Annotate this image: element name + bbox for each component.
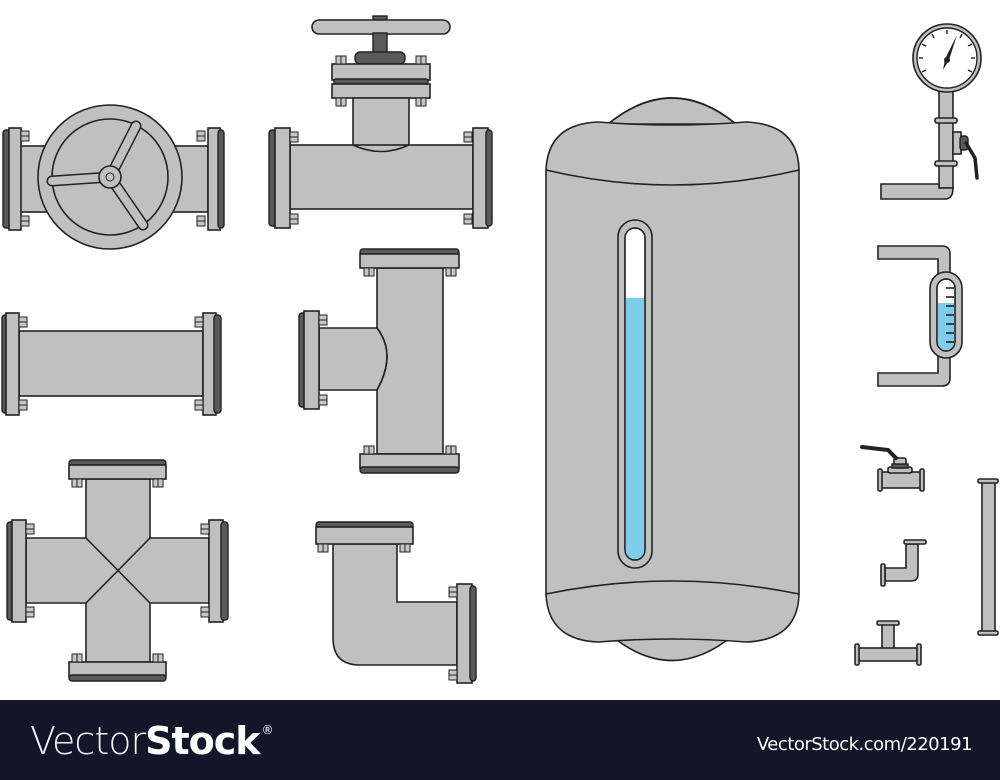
pressure-tank-with-level-gauge (545, 97, 800, 662)
small-tee (854, 620, 922, 666)
image-reference: VectorStock.com/220191 (756, 734, 973, 755)
long-straight-pipe (977, 478, 999, 636)
flanged-cross (6, 459, 229, 682)
flanged-elbow (315, 521, 477, 684)
logo-light-text: Vector (30, 719, 146, 763)
flanged-tee (298, 248, 460, 474)
sight-glass-level-indicator (877, 245, 963, 387)
globe-valve-with-t-handle (268, 15, 493, 229)
straight-flanged-pipe (1, 312, 222, 416)
pipe-fittings-illustration (1, 15, 999, 684)
logo-bold-text: Stock (145, 719, 260, 763)
watermark-footer: VectorStock® VectorStock.com/220191 (0, 700, 1000, 780)
vectorstock-logo: VectorStock® (30, 719, 274, 763)
gate-valve-with-handwheel (2, 104, 225, 250)
small-elbow (880, 539, 927, 587)
small-ball-valve (860, 445, 925, 492)
pressure-gauge-assembly (880, 23, 982, 200)
registered-mark: ® (261, 723, 274, 737)
